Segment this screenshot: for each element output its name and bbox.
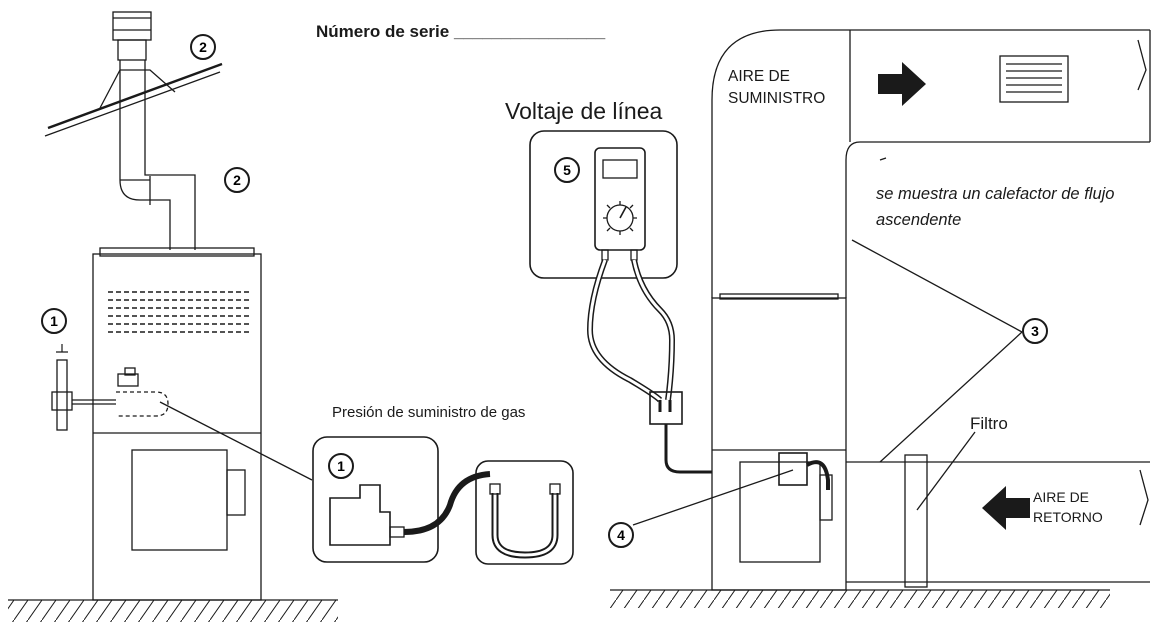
inset-gas-valve [329,484,391,546]
callout-gas-valve: 1 [41,308,67,334]
supply-air-label: AIRE DE SUMINISTRO [728,68,826,107]
callout-voltmeter: 5 [554,157,580,183]
line-voltage-title: Voltaje de línea [505,98,663,124]
return-arrow-icon [982,486,1030,530]
gas-valve [117,373,139,387]
floor-hatch-right [610,590,1110,608]
voltmeter [594,147,646,251]
callout-control-board: 4 [608,522,634,548]
voltmeter-inset [529,130,712,474]
gas-pressure-title: Presión de suministro de gas [332,404,526,421]
left-furnace [8,11,338,622]
right-furnace [610,29,1151,608]
blower-door [131,449,228,551]
furnace-cabinet-left [92,253,262,601]
filter [904,454,928,588]
serial-number-label: Número de serie ________________ [316,22,606,41]
gas-pressure-inset [312,436,574,565]
callout-vent-elbow: 2 [224,167,250,193]
cabinet-louvers [108,291,250,333]
supply-arrow-icon [878,62,926,106]
control-board [778,452,808,486]
vent-cap [112,11,152,41]
callout-gas-inset: 1 [328,453,354,479]
upflow-note: se muestra un calefactor de flujo ascend… [876,185,1115,229]
floor-hatch-left [8,600,338,622]
return-air-label: AIRE DE RETORNO [1033,489,1103,525]
callout-vent-roof: 2 [190,34,216,60]
supply-register [999,55,1069,103]
filter-label: Filtro [970,414,1008,433]
callout-ductwork: 3 [1022,318,1048,344]
furnace-cabinet-right [711,297,847,591]
